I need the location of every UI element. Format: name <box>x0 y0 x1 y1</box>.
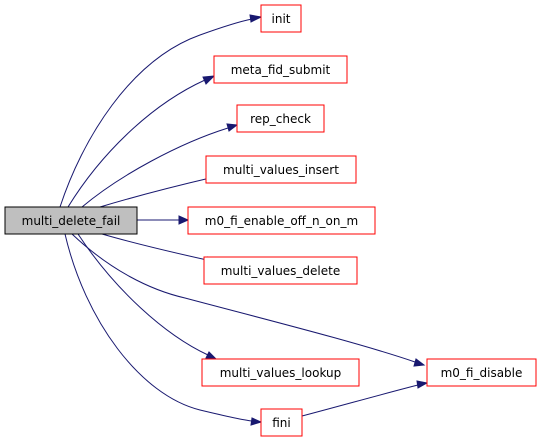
node-m0-fi-enable-off-n-on-m[interactable]: m0_fi_enable_off_n_on_m <box>187 206 376 235</box>
node-label-rep-check: rep_check <box>250 112 311 126</box>
edge-multi-delete-fail-to-fini <box>64 233 263 426</box>
edge-multi-delete-fail-to-m0-fi-disable <box>71 233 426 367</box>
node-rep-check[interactable]: rep_check <box>236 104 325 133</box>
edge-multi-delete-fail-to-meta-fid-submit <box>67 75 216 208</box>
edge-multi-delete-fail-to-rep-check <box>81 123 239 208</box>
node-init[interactable]: init <box>260 4 302 33</box>
node-multi-values-delete[interactable]: multi_values_delete <box>203 256 358 285</box>
edge-multi-delete-fail-to-m0-fi-enable-off-n-on-m <box>137 215 190 225</box>
node-multi-values-lookup[interactable]: multi_values_lookup <box>201 358 360 387</box>
node-label-multi-values-insert: multi_values_insert <box>223 163 339 177</box>
node-label-meta-fid-submit: meta_fid_submit <box>231 63 331 77</box>
node-label-multi-delete-fail: multi_delete_fail <box>22 214 121 228</box>
nodes: multi_delete_fail init meta_fid_submit r… <box>4 4 537 437</box>
edge-multi-delete-fail-to-init <box>59 14 263 208</box>
node-meta-fid-submit[interactable]: meta_fid_submit <box>213 55 348 84</box>
edge-multi-delete-fail-to-multi-values-lookup <box>77 233 218 360</box>
node-m0-fi-disable[interactable]: m0_fi_disable <box>426 358 537 387</box>
edge-multi-delete-fail-to-multi-values-insert <box>99 173 221 208</box>
node-label-init: init <box>272 12 291 26</box>
node-multi-delete-fail[interactable]: multi_delete_fail <box>4 206 138 235</box>
edge-multi-delete-fail-to-multi-values-delete <box>101 233 218 265</box>
node-label-multi-values-lookup: multi_values_lookup <box>220 366 342 380</box>
node-fini[interactable]: fini <box>260 408 303 437</box>
node-label-m0-fi-enable-off-n-on-m: m0_fi_enable_off_n_on_m <box>205 214 358 228</box>
node-label-fini: fini <box>272 416 291 430</box>
node-label-m0-fi-disable: m0_fi_disable <box>441 366 523 380</box>
node-multi-values-insert[interactable]: multi_values_insert <box>205 155 357 184</box>
edge-fini-to-m0-fi-disable <box>301 380 429 417</box>
node-label-multi-values-delete: multi_values_delete <box>221 264 341 278</box>
